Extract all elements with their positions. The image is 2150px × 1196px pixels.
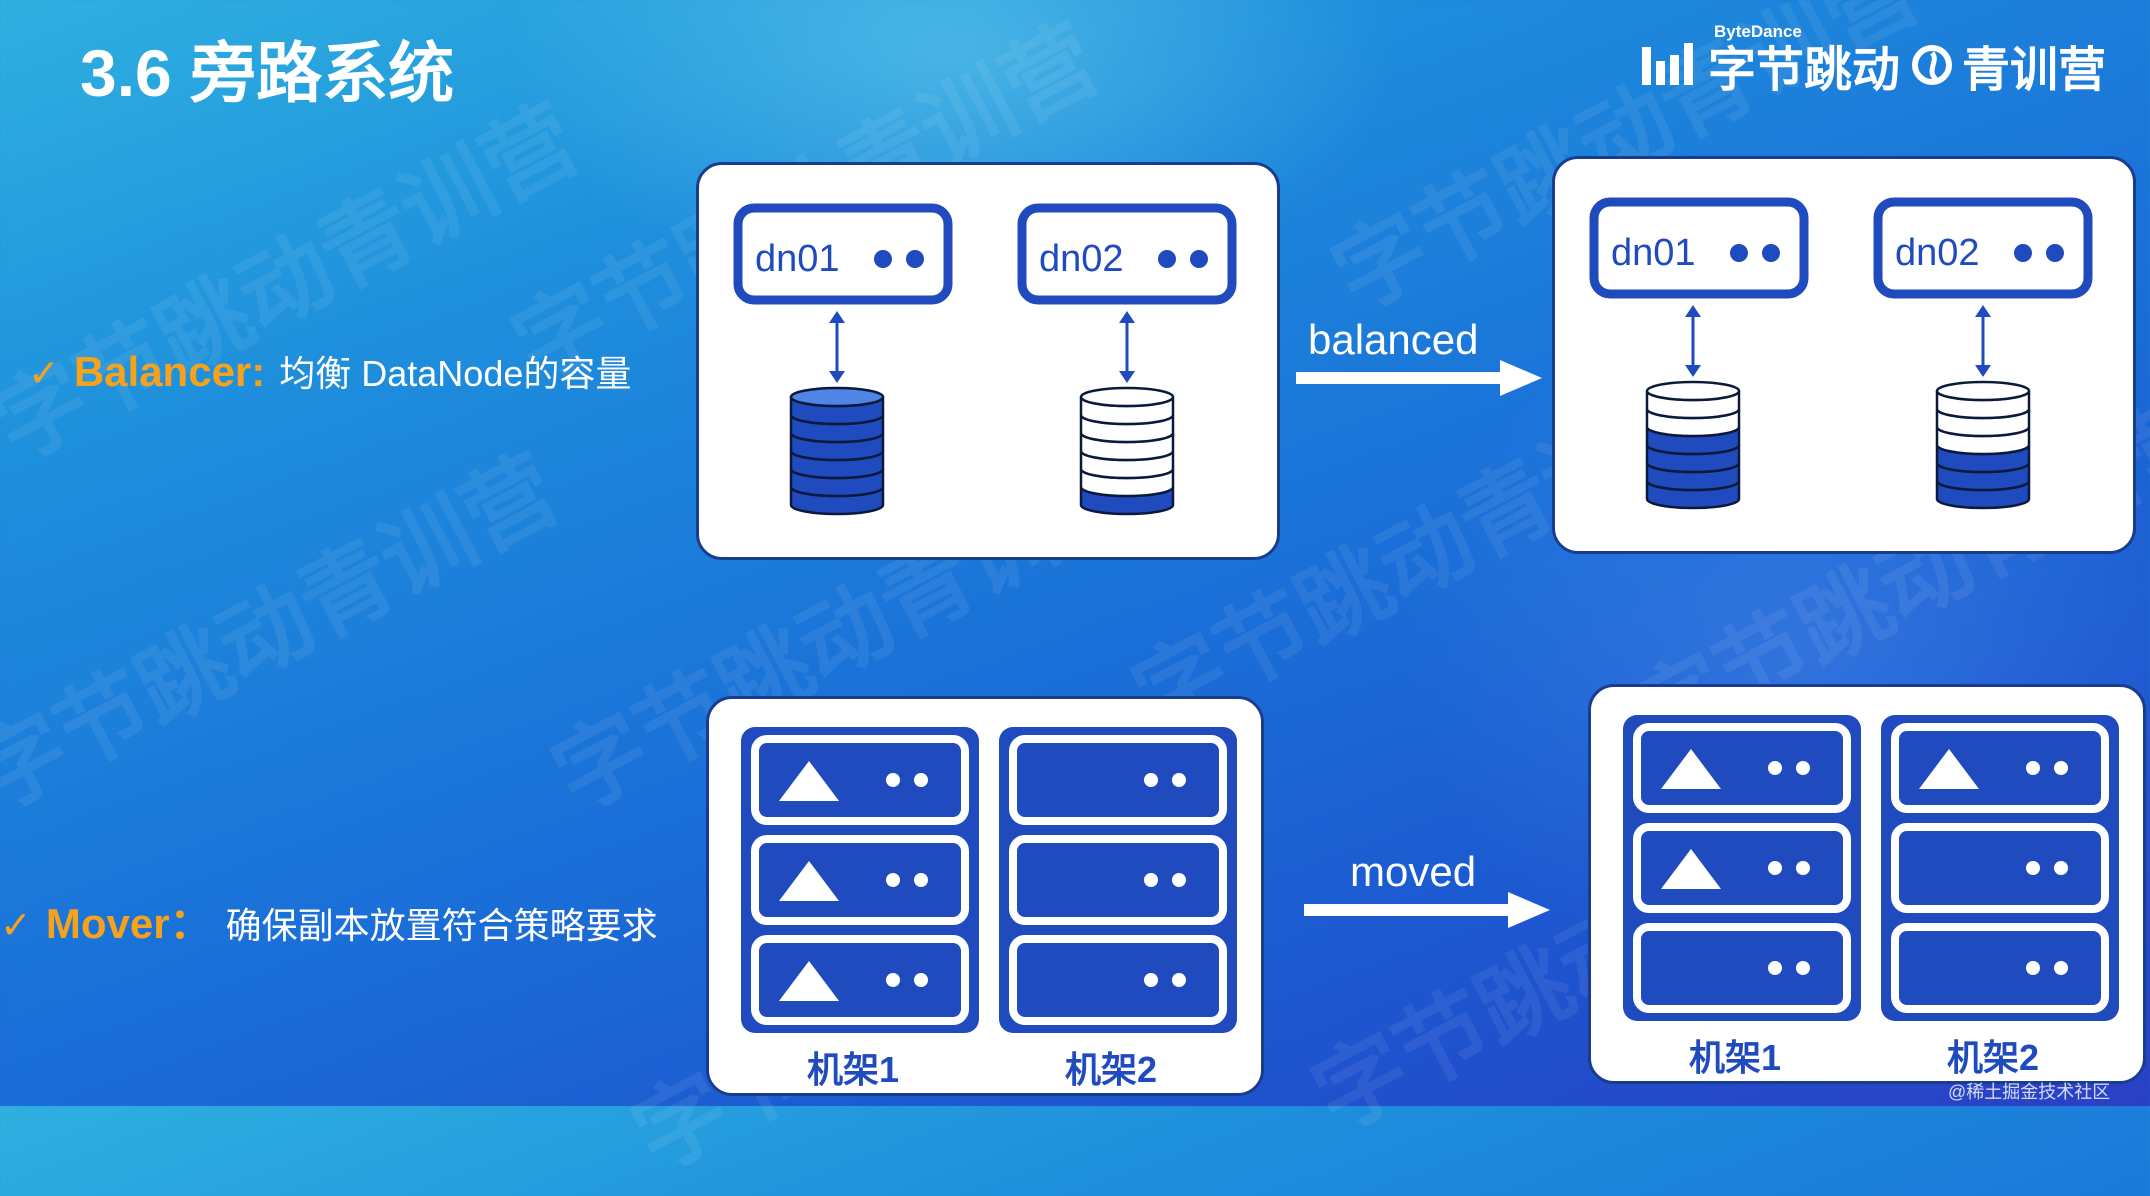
double-arrow-icon <box>829 311 1135 383</box>
balancer-bullet: ✓ Balancer: 均衡 DataNode的容量 <box>28 345 631 397</box>
check-icon: ✓ <box>0 905 32 947</box>
server-led <box>2054 861 2068 875</box>
bytedance-logo: ByteDance 字节跳动 <box>1640 22 1901 100</box>
server-led <box>914 773 928 787</box>
bytedance-mark-icon <box>1642 43 1693 85</box>
moved-label: moved <box>1350 848 1477 895</box>
double-arrow-icon <box>1685 305 1991 377</box>
server-led <box>1768 961 1782 975</box>
server-led <box>1796 961 1810 975</box>
page-title: 3.6 旁路系统 <box>80 36 455 110</box>
server-unit <box>751 935 969 1025</box>
replica-triangle-icon <box>779 861 839 901</box>
rack-2 <box>1881 715 2119 1021</box>
server-led <box>1144 773 1158 787</box>
server-led <box>1172 773 1186 787</box>
balancer-name: Balancer: <box>73 348 266 395</box>
mover-after-panel: 机架1 机架2 <box>1588 684 2146 1084</box>
dn02-node: dn02 <box>1017 203 1237 305</box>
mover-after-diagram <box>1623 715 2119 1021</box>
server-unit <box>1633 723 1851 813</box>
check-icon: ✓ <box>28 353 60 395</box>
rack-1 <box>1623 715 1861 1021</box>
server-led <box>2026 861 2040 875</box>
server-led <box>2026 961 2040 975</box>
dn01-node: dn01 <box>733 203 953 305</box>
qingxun-logo: 青训营 <box>1910 30 2106 100</box>
database-icon <box>1079 386 1175 516</box>
mover-name: Mover： <box>45 900 212 947</box>
server-led <box>1172 973 1186 987</box>
balancer-desc: 均衡 DataNode的容量 <box>279 353 632 394</box>
database-icon <box>789 386 885 516</box>
server-led <box>1768 761 1782 775</box>
balanced-label: balanced <box>1308 316 1479 363</box>
server-led <box>914 873 928 887</box>
server-led <box>2054 961 2068 975</box>
server-unit <box>1633 923 1851 1013</box>
server-unit <box>751 735 969 825</box>
server-led <box>1768 861 1782 875</box>
server-unit <box>1891 823 2109 913</box>
dn02-label: dn02 <box>1039 238 1124 280</box>
mover-desc: 确保副本放置符合策略要求 <box>225 905 658 946</box>
replica-triangle-icon <box>1661 749 1721 789</box>
server-unit <box>1009 735 1227 825</box>
footer-watermark: @稀土掘金技术社区 <box>1948 1082 2111 1102</box>
db-top-cap <box>789 386 885 408</box>
rack-2-label: 机架2 <box>1065 1049 1158 1090</box>
server-led <box>2026 761 2040 775</box>
server-led <box>886 873 900 887</box>
server-led <box>1144 873 1158 887</box>
server-unit <box>1891 923 2109 1013</box>
db-top-cap <box>1645 380 1741 402</box>
server-led <box>1172 873 1186 887</box>
server-led <box>2054 761 2068 775</box>
rack-2-label: 机架2 <box>1947 1037 2040 1078</box>
mover-bullet: ✓ Mover： 确保副本放置符合策略要求 <box>0 890 658 951</box>
dn01-label: dn01 <box>1611 232 1696 274</box>
server-unit <box>1891 723 2109 813</box>
balancer-after-diagram: dn01 dn02 <box>1589 197 2093 510</box>
server-led <box>1796 761 1810 775</box>
server-unit <box>1633 823 1851 913</box>
replica-triangle-icon <box>1661 849 1721 889</box>
dn02-node: dn02 <box>1873 197 2093 299</box>
server-unit <box>751 835 969 925</box>
replica-triangle-icon <box>779 961 839 1001</box>
database-icon <box>1645 380 1741 510</box>
mover-before-diagram <box>741 727 1237 1033</box>
server-led <box>886 773 900 787</box>
server-unit <box>1009 835 1227 925</box>
rack-1-label: 机架1 <box>807 1049 900 1090</box>
replica-triangle-icon <box>1919 749 1979 789</box>
bytedance-small-text: ByteDance <box>1714 22 1802 41</box>
server-led <box>1796 861 1810 875</box>
mover-before-panel: 机架1 机架2 <box>706 696 1264 1096</box>
server-unit <box>1009 935 1227 1025</box>
server-led <box>914 973 928 987</box>
watermark: 字节跳动青训营 <box>0 437 575 831</box>
db-top-cap <box>1935 380 2031 402</box>
rack-1-label: 机架1 <box>1689 1037 1782 1078</box>
balancer-before-diagram: dn01 dn02 <box>733 203 1237 516</box>
qingxun-text: 青训营 <box>1962 44 2107 97</box>
server-led <box>886 973 900 987</box>
database-icon <box>1935 380 2031 510</box>
arrow-right-icon <box>1304 892 1550 928</box>
rack-1 <box>741 727 979 1033</box>
bytedance-text: 字节跳动 <box>1708 44 1901 97</box>
qingxun-mark-icon <box>1912 45 1952 85</box>
dn02-label: dn02 <box>1895 232 1980 274</box>
dn01-label: dn01 <box>755 238 840 280</box>
server-led <box>1144 973 1158 987</box>
dn01-node: dn01 <box>1589 197 1809 299</box>
replica-triangle-icon <box>779 761 839 801</box>
rack-2 <box>999 727 1237 1033</box>
arrow-right-icon <box>1296 360 1542 396</box>
balancer-before-panel: dn01 dn02 <box>696 162 1280 560</box>
balancer-after-panel: dn01 dn02 <box>1552 156 2136 554</box>
db-top-cap <box>1079 386 1175 408</box>
